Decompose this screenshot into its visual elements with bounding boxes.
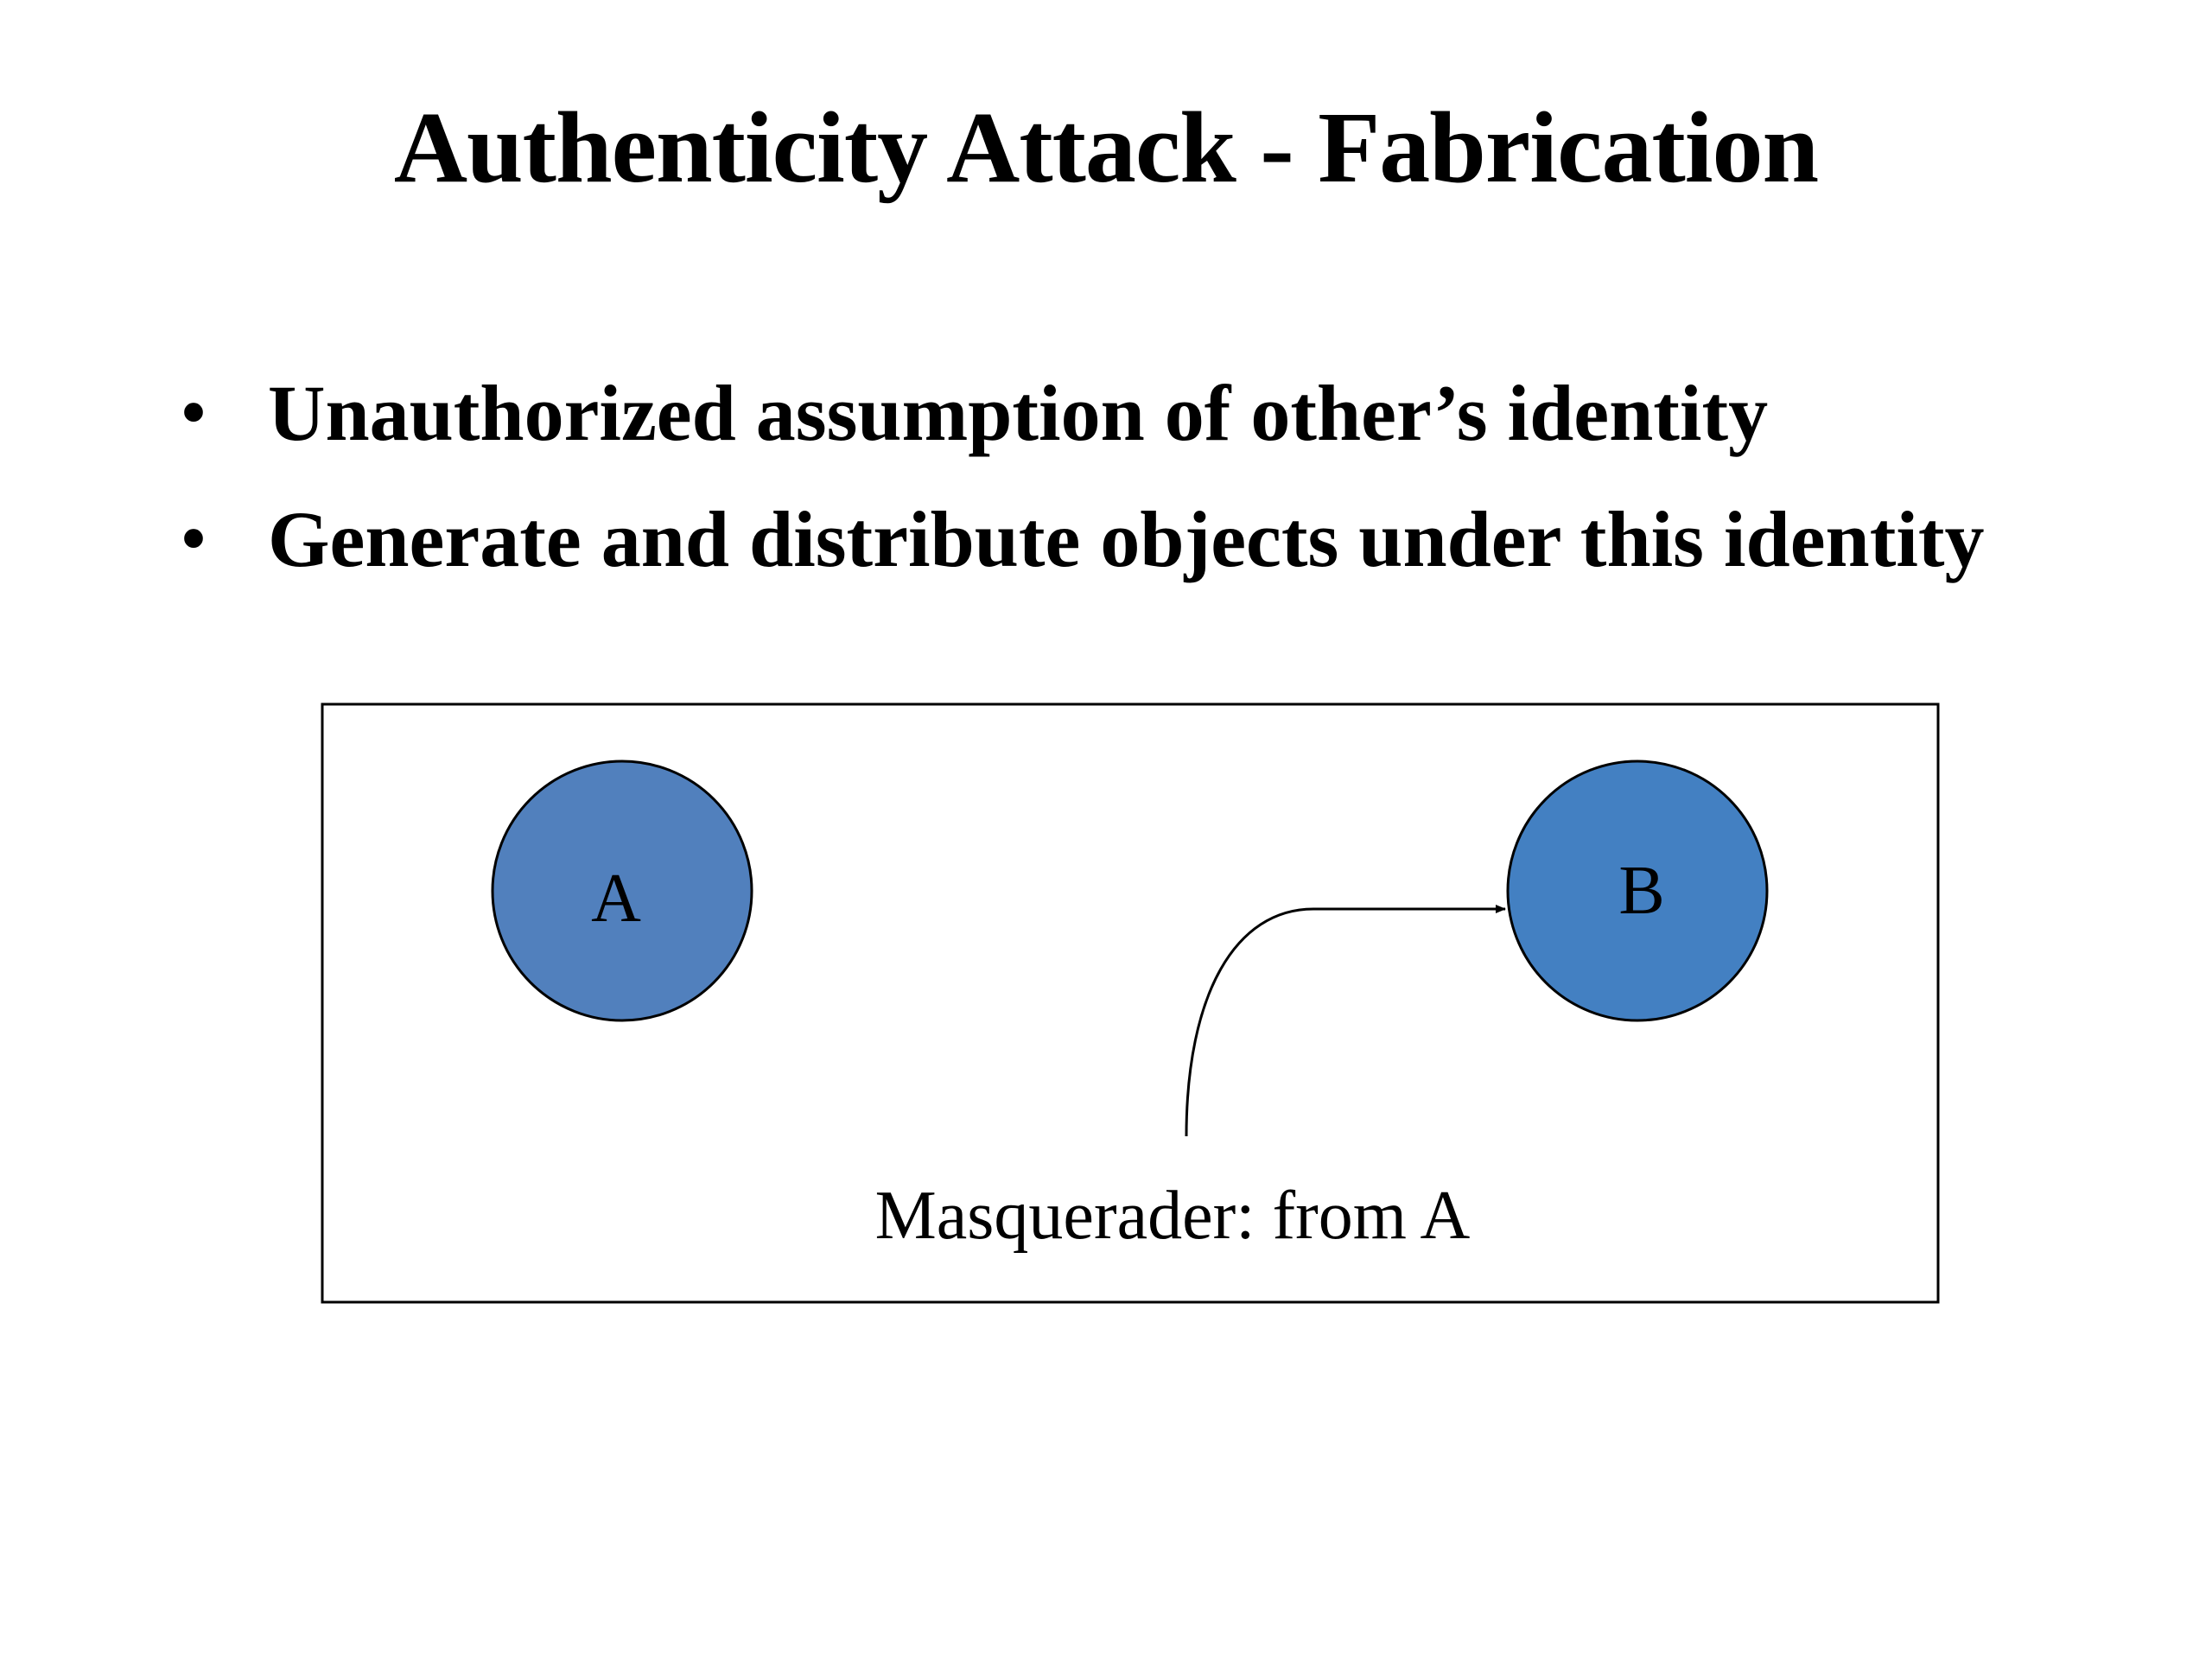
bullet-item: • Generate and distribute objects under … (181, 476, 1985, 602)
bullet-item: • Unauthorized assumption of other’s ide… (181, 350, 1985, 476)
node-a-circle (491, 760, 753, 1022)
masquerade-arrow (1185, 905, 1506, 1137)
bullet-text: Unauthorized assumption of other’s ident… (268, 369, 1769, 457)
bullet-dot-icon: • (181, 375, 207, 451)
bullet-dot-icon: • (181, 501, 207, 577)
node-b-label: B (1618, 853, 1664, 929)
bullet-text: Generate and distribute objects under th… (268, 495, 1985, 583)
masquerader-caption: Masquerader: from A (875, 1178, 1471, 1254)
node-a-label: A (591, 861, 641, 937)
slide-title: Authenticity Attack - Fabrication (393, 91, 1819, 204)
node-b-circle (1506, 760, 1769, 1022)
bullet-list: • Unauthorized assumption of other’s ide… (181, 350, 1985, 602)
